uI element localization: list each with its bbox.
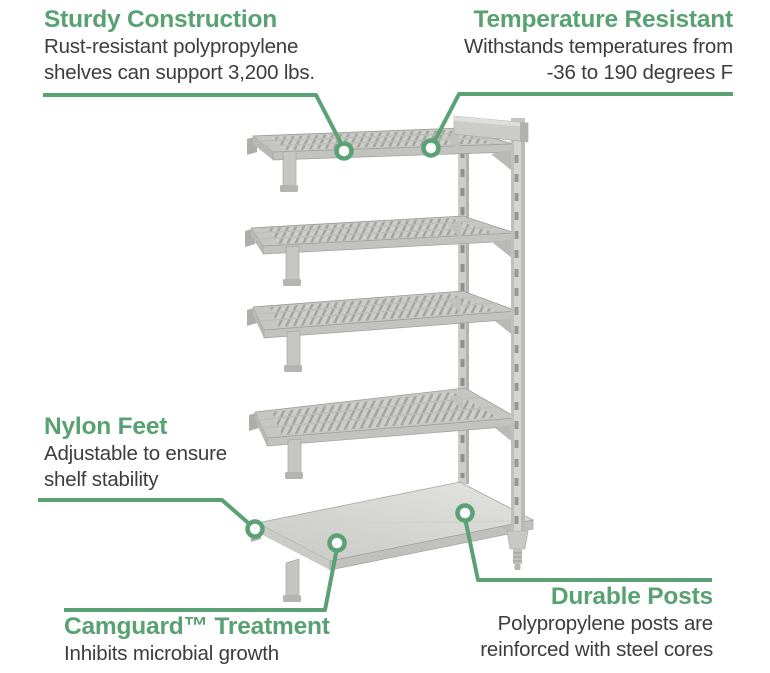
marker-nylon: [245, 519, 265, 539]
shelf-3: [247, 290, 518, 372]
callout-line-nylon: [38, 498, 256, 530]
marker-durable: [455, 503, 475, 523]
callout-sturdy-line1: Rust-resistant polypropylene: [44, 35, 299, 58]
callout-sturdy: Sturdy Construction Rust-resistant polyp…: [44, 5, 315, 85]
callout-line-sturdy: [43, 93, 346, 150]
callout-camguard: Camguard™ Treatment Inhibits microbial g…: [64, 612, 330, 667]
callout-durable-title: Durable Posts: [550, 583, 713, 610]
callout-temperature-title: Temperature Resistant: [473, 6, 734, 33]
top-connector: [453, 115, 529, 143]
shelf-2: [245, 215, 516, 286]
shelf-4: [249, 387, 519, 479]
callout-temperature-line2: -36 to 190 degrees F: [546, 60, 734, 84]
callout-line-camguard: [64, 547, 339, 612]
callout-camguard-title: Camguard™ Treatment: [64, 613, 330, 640]
callout-line-durable: [463, 517, 712, 582]
marker-sturdy: [334, 141, 354, 161]
callout-line-temperature: [430, 92, 733, 147]
adjustable-foot: [506, 530, 529, 570]
shelf-1: [247, 127, 514, 192]
post-front: [511, 118, 525, 549]
callout-nylon-line1: Adjustable to ensure: [44, 442, 227, 465]
callout-temperature-text: Withstands temperatures from-36 to 190 d…: [464, 34, 733, 85]
callout-temperature: Temperature Resistant Withstands tempera…: [464, 5, 733, 85]
callout-camguard-text: Inhibits microbial growth: [64, 641, 330, 667]
callout-sturdy-title: Sturdy Construction: [44, 6, 278, 33]
marker-camguard: [327, 533, 347, 553]
callout-nylon-line2: shelf stability: [44, 467, 159, 491]
marker-temperature: [421, 138, 441, 158]
callout-temperature-line1: Withstands temperatures from: [464, 35, 733, 58]
callout-nylon-title: Nylon Feet: [44, 413, 168, 440]
callout-sturdy-line2: shelves can support 3,200 lbs.: [44, 60, 315, 84]
callout-durable-line2: reinforced with steel cores: [480, 637, 713, 661]
callout-camguard-line1: Inhibits microbial growth: [64, 642, 279, 665]
callout-durable-line1: Polypropylene posts are: [497, 612, 714, 635]
